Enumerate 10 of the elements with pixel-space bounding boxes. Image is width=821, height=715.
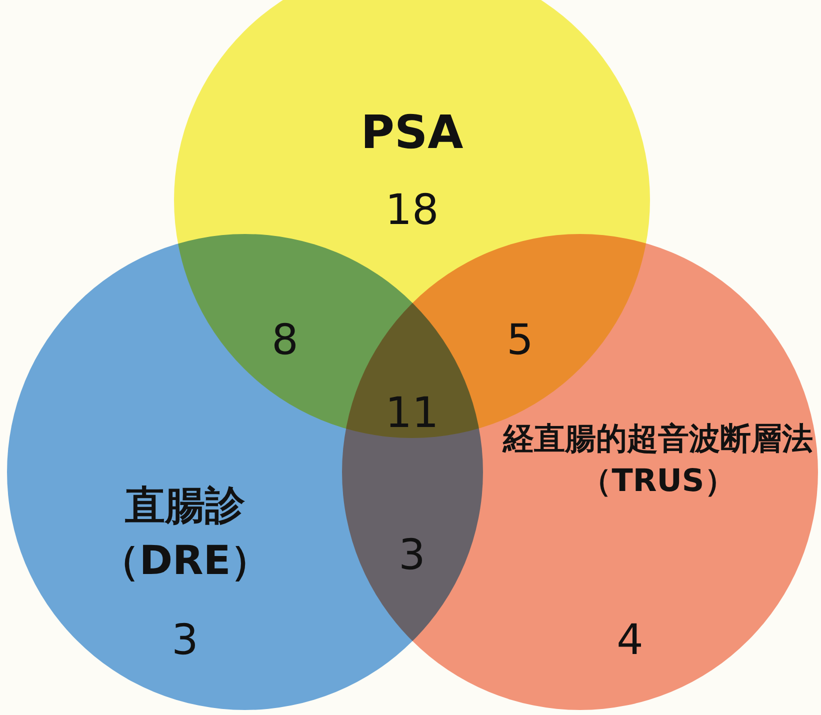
region-count: 4 [616, 615, 644, 664]
region-count: 3 [170, 615, 200, 664]
region-count: 3 [398, 530, 426, 579]
region-count: 8 [270, 315, 300, 364]
region-count: 5 [506, 315, 534, 364]
set-label: PSA [360, 105, 464, 159]
set-label: 経直腸的超音波断層法（TRUS） [501, 420, 814, 501]
region-count: 11 [384, 388, 440, 437]
region-count: 18 [384, 185, 440, 234]
set-label: 直腸診（DRE） [98, 482, 272, 586]
